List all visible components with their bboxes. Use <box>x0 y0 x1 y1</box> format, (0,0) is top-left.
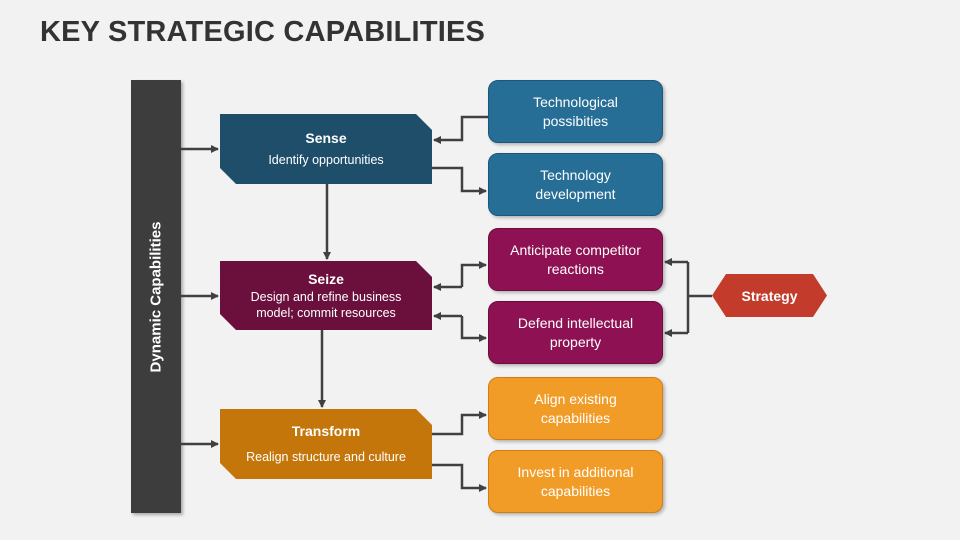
arrow-seize-to-anticipate <box>460 261 487 287</box>
stage-desc: Design and refine business model; commit… <box>250 289 402 320</box>
outcome-technology-development: Technology development <box>488 153 663 216</box>
stage-seize: Seize Design and refine business model; … <box>220 261 432 330</box>
outcome-technological-possibilities: Technological possibities <box>488 80 663 143</box>
outcome-invest-additional: Invest in additional capabilities <box>488 450 663 513</box>
outcome-anticipate-competitor: Anticipate competitor reactions <box>488 228 663 291</box>
stage-title: Sense <box>305 130 347 146</box>
outcome-defend-ip: Defend intellectual property <box>488 301 663 364</box>
stage-sense: Sense Identify opportunities <box>220 114 432 184</box>
arrow-techposs-to-sense <box>433 115 488 144</box>
page-title: KEY STRATEGIC CAPABILITIES <box>40 16 486 48</box>
stage-title: Transform <box>291 423 361 439</box>
arrow-transform-to-invest <box>432 463 487 492</box>
arrow-seize-to-defend <box>460 316 487 342</box>
dynamic-capabilities-bar: Dynamic Capabilities <box>131 80 181 513</box>
stage-desc: Realign structure and culture <box>246 450 406 464</box>
arrow-sense-to-techdev <box>432 166 487 195</box>
stage-title: Seize <box>308 270 344 287</box>
arrow-transform-to-align <box>432 411 487 436</box>
stage-transform: Transform Realign structure and culture <box>220 409 432 479</box>
outcome-align-existing: Align existing capabilities <box>488 377 663 440</box>
stage-desc: Identify opportunities <box>268 153 384 167</box>
strategy-hexagon: Strategy <box>712 274 827 317</box>
